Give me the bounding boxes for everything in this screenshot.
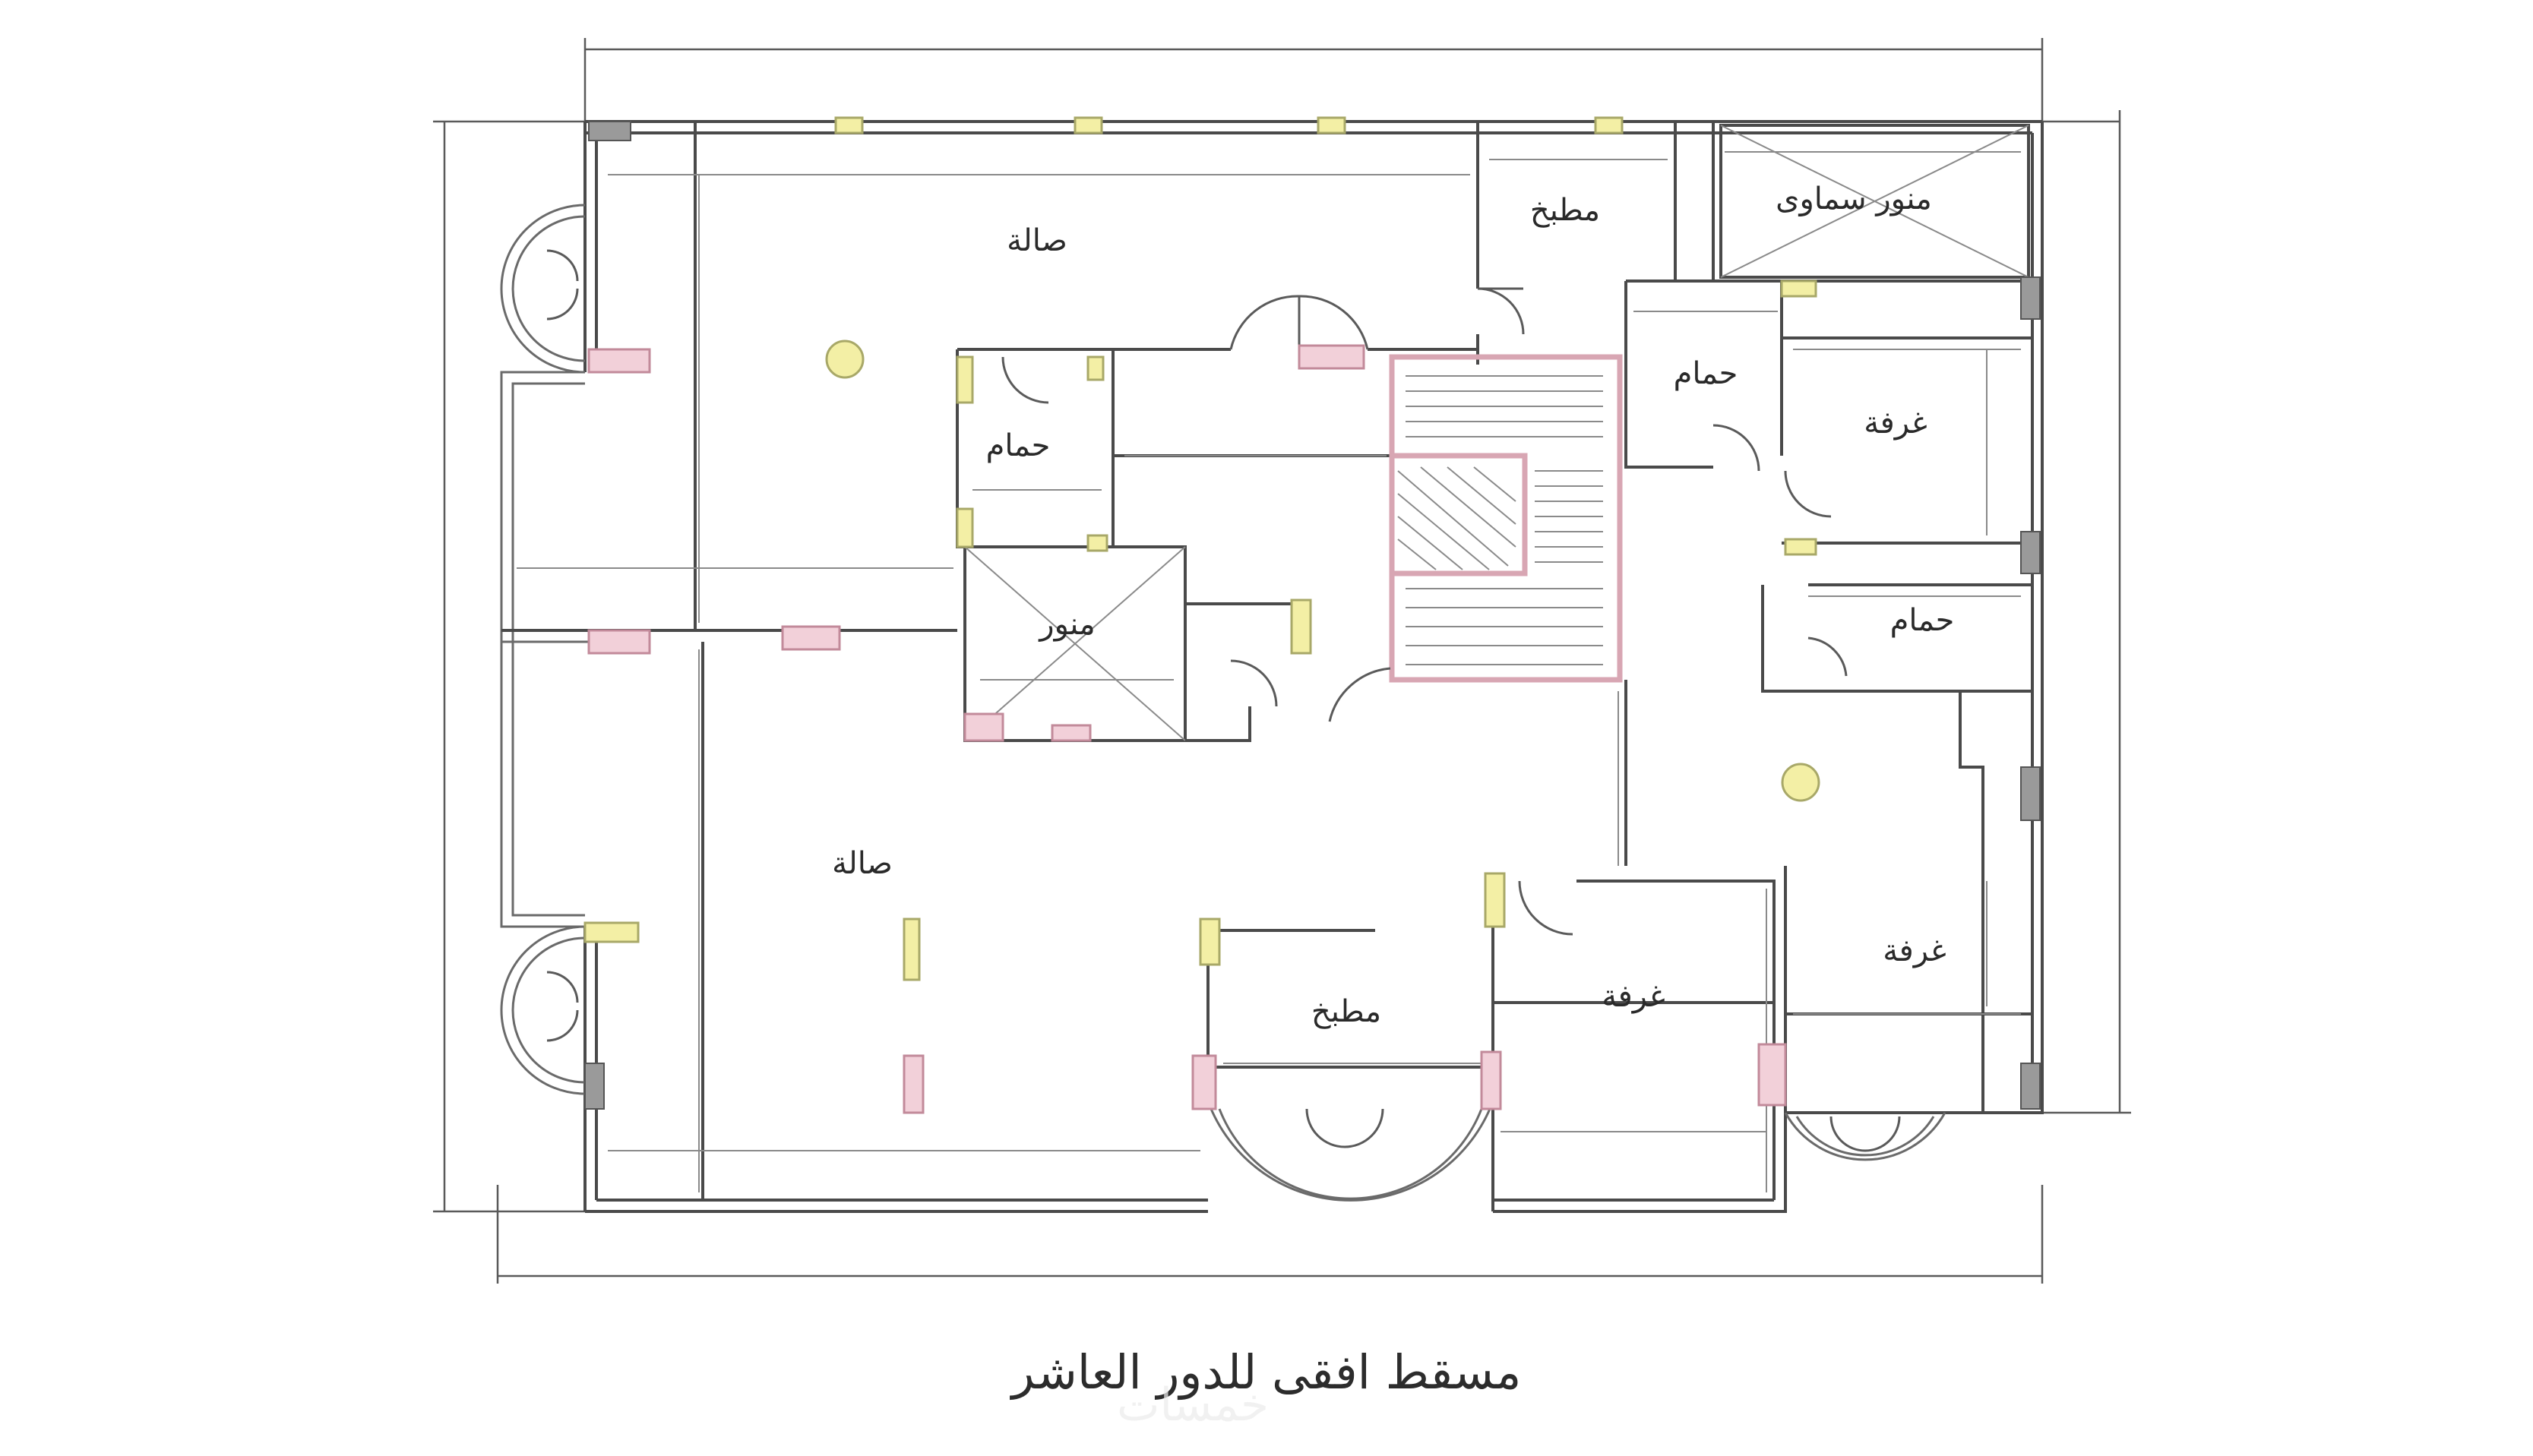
exterior-walls xyxy=(500,120,2044,1213)
room-label-skylight-main: منور سماوى xyxy=(1776,182,1932,216)
room-label-bedroom-bottom-right: غرفة xyxy=(1883,933,1946,968)
room-label-bath-top-center: حمام xyxy=(1674,356,1738,391)
room-label-bath-left: حمام xyxy=(986,428,1051,463)
room-label-kitchen-lower: مطبخ xyxy=(1311,994,1381,1029)
room-label-hall-lower: صالة xyxy=(832,846,893,881)
staircase xyxy=(1397,375,1603,665)
room-label-kitchen-upper: مطبخ xyxy=(1530,193,1600,228)
skylight-main-void xyxy=(1719,124,2030,279)
balconies xyxy=(500,204,1946,1202)
drawing-title: مسقط افقى للدور العاشر xyxy=(1011,1344,1522,1400)
room-labels: صالة صالة مطبخ مطبخ منور سماوى منور حمام… xyxy=(832,182,1954,1029)
watermark-logo: خمسات xyxy=(1117,1379,1270,1432)
room-label-bedroom-top-right: غرفة xyxy=(1864,406,1927,441)
room-label-bedroom-center: غرفة xyxy=(1602,979,1665,1014)
doors xyxy=(546,249,1901,1152)
structural-columns xyxy=(583,116,2041,1114)
room-label-hall-upper: صالة xyxy=(1007,223,1067,258)
room-label-skylight-small: منور xyxy=(1038,607,1095,642)
interior-dimensions xyxy=(517,151,2021,1192)
overall-dimensions xyxy=(433,38,2131,1284)
room-label-bath-right: حمام xyxy=(1890,603,1955,638)
